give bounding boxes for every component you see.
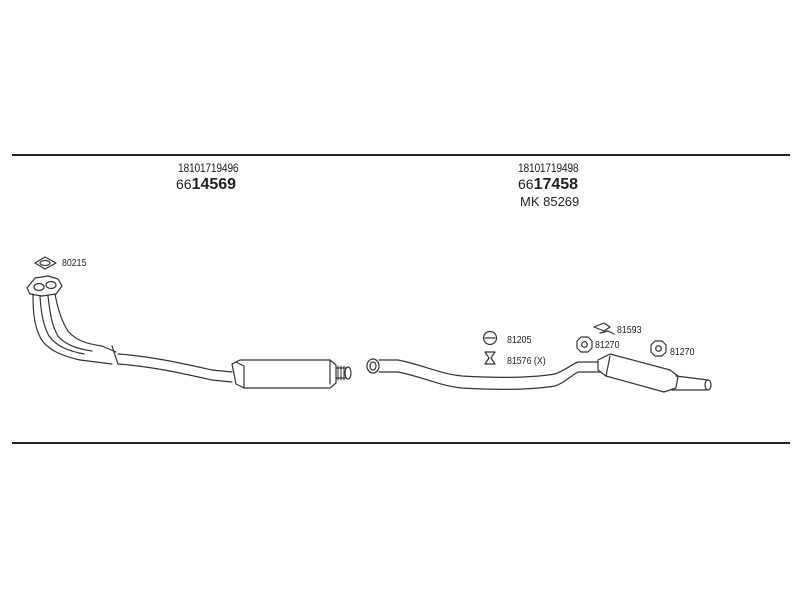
label-81270-b: 81270 [670, 347, 695, 358]
clamp-81593-icon [593, 322, 615, 335]
right-code-prefix: 66 [518, 176, 534, 192]
right-part-number: 18101719498 [518, 161, 579, 175]
mount-81270-a-icon [576, 336, 593, 353]
front-pipe-assembly [26, 256, 352, 389]
right-mk-code: MK 85269 [520, 194, 580, 209]
right-code-main: 17458 [533, 176, 579, 193]
gasket-80215-icon [34, 256, 57, 270]
manifold-flange-icon [26, 275, 63, 297]
silencer-outlet-clamp-icon [335, 365, 352, 381]
label-81593: 81593 [617, 325, 642, 336]
bottom-divider [12, 442, 790, 444]
left-part-number: 18101719496 [178, 161, 239, 175]
mount-81270-b-icon [650, 340, 667, 357]
label-81576: 81576 (X) [507, 356, 546, 367]
tail-pipe-icon [671, 375, 712, 391]
right-catalog-code: 6617458 [518, 176, 578, 194]
left-code-main: 14569 [191, 176, 237, 193]
left-code-prefix: 66 [176, 176, 192, 192]
rear-silencer-icon [597, 353, 679, 393]
left-catalog-code: 6614569 [176, 176, 236, 194]
label-80215: 80215 [62, 258, 87, 269]
label-81205: 81205 [507, 335, 532, 346]
label-81270-a: 81270 [595, 340, 620, 351]
top-divider [12, 154, 790, 156]
rear-pipe-assembly [366, 353, 712, 393]
hanger-81576-icon [484, 351, 496, 365]
middle-silencer-icon [231, 359, 337, 389]
ring-81205-icon [482, 330, 498, 346]
rear-pipe-inlet-icon [366, 358, 380, 374]
